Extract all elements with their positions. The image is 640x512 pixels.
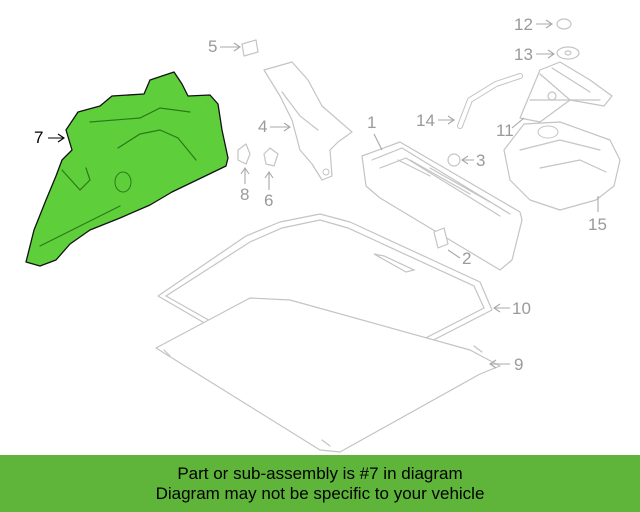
- parts-diagram: 7 5 4 1 8 6 12 13 14 11 3 15: [25, 15, 621, 453]
- part-13-washer[interactable]: [556, 46, 580, 60]
- part-7-trim-panel[interactable]: [25, 71, 229, 267]
- callout-10: 10: [493, 299, 531, 318]
- svg-text:13: 13: [514, 45, 533, 64]
- svg-text:2: 2: [462, 249, 471, 268]
- part-12-cap[interactable]: [556, 18, 572, 30]
- callout-2: 2: [447, 249, 471, 268]
- banner-line-part: Part or sub-assembly is #7 in diagram: [177, 463, 463, 483]
- svg-text:14: 14: [416, 111, 435, 130]
- callout-13: 13: [514, 45, 555, 64]
- part-4-trim[interactable]: [263, 61, 353, 181]
- callout-5: 5: [208, 37, 241, 56]
- part-9-floor-board[interactable]: [155, 297, 501, 453]
- callout-15: 15: [588, 196, 607, 234]
- part-1-sill-plate[interactable]: [361, 141, 523, 271]
- callout-11: 11: [496, 117, 525, 140]
- callout-14: 14: [416, 111, 455, 130]
- callout-4: 4: [258, 117, 291, 136]
- svg-text:7: 7: [34, 128, 43, 147]
- part-2-clip[interactable]: [433, 227, 449, 249]
- part-15-tool-tray[interactable]: [503, 121, 621, 211]
- callout-9: 9: [489, 355, 523, 374]
- callout-7: 7: [34, 128, 65, 147]
- svg-text:8: 8: [240, 185, 249, 204]
- banner-line-disclaimer: Diagram may not be specific to your vehi…: [155, 483, 485, 503]
- svg-text:6: 6: [264, 191, 273, 210]
- part-3-grommet[interactable]: [447, 153, 461, 167]
- svg-text:3: 3: [476, 151, 485, 170]
- svg-text:15: 15: [588, 215, 607, 234]
- svg-text:10: 10: [512, 299, 531, 318]
- part-11-jack[interactable]: [519, 61, 613, 123]
- svg-text:12: 12: [514, 15, 533, 34]
- svg-text:9: 9: [514, 355, 523, 374]
- callout-3: 3: [461, 151, 485, 170]
- part-6-clip[interactable]: [263, 147, 279, 167]
- callout-12: 12: [514, 15, 553, 34]
- part-14-hose[interactable]: [457, 73, 523, 129]
- part-5-clip[interactable]: [241, 39, 259, 57]
- callout-8: 8: [240, 167, 249, 204]
- svg-text:11: 11: [496, 121, 514, 140]
- info-banner: Part or sub-assembly is #7 in diagram Di…: [0, 455, 640, 512]
- svg-text:1: 1: [367, 113, 376, 132]
- svg-text:5: 5: [208, 37, 217, 56]
- svg-text:4: 4: [258, 117, 267, 136]
- callout-1: 1: [367, 113, 383, 151]
- callout-6: 6: [264, 171, 273, 210]
- part-8-clip[interactable]: [237, 143, 251, 165]
